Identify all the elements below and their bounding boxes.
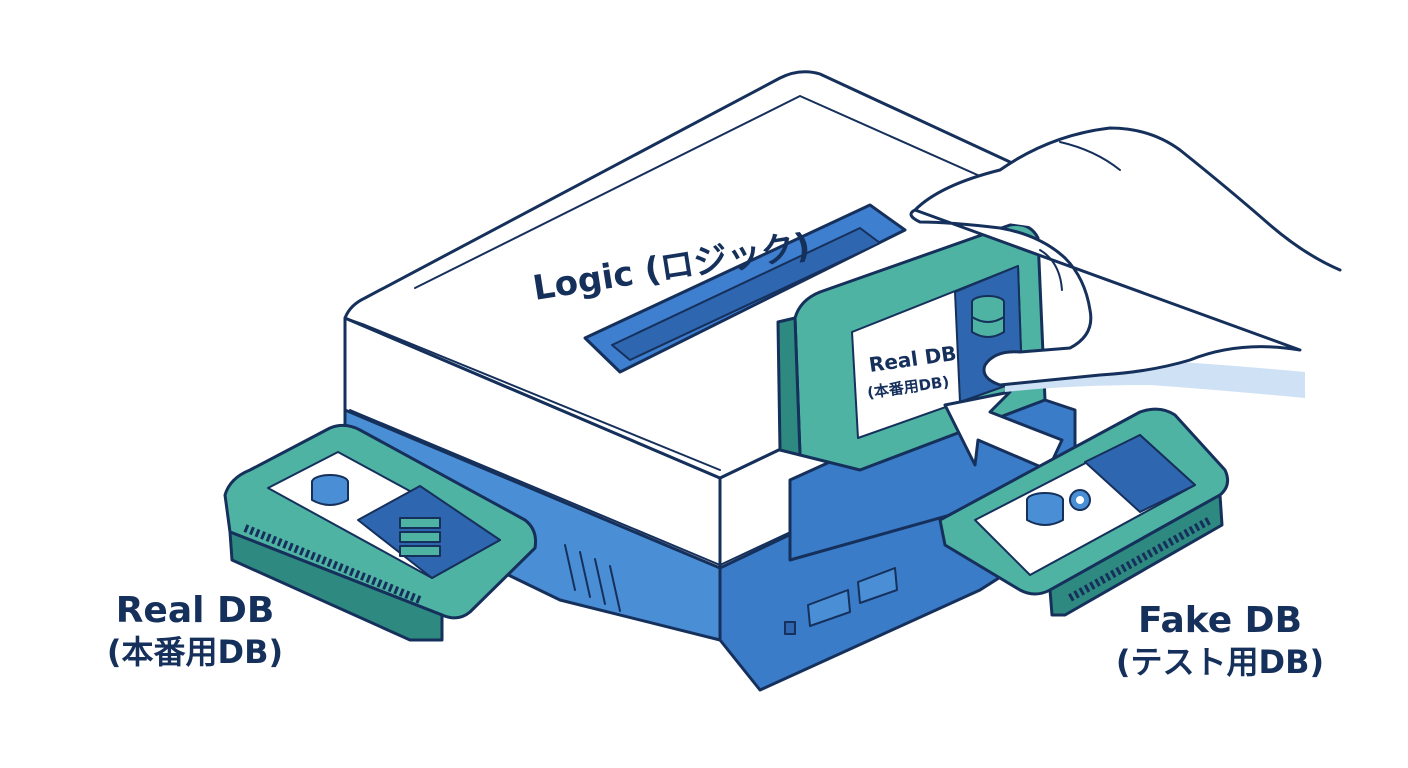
right-caption-title: Fake DB xyxy=(1137,600,1303,641)
left-cartridge xyxy=(223,423,537,642)
hand-knuckle xyxy=(1039,249,1063,291)
left-caption-title: Real DB xyxy=(115,590,275,631)
server-rack-icon xyxy=(399,517,441,557)
console-top-seam-2 xyxy=(344,317,721,471)
right-caption-subtitle: (テスト用DB) xyxy=(1115,643,1325,681)
hand-outline xyxy=(909,126,1342,387)
insert-arrow-icon xyxy=(943,390,1064,472)
right-cartridge xyxy=(938,407,1230,617)
database-icon xyxy=(311,474,349,506)
side-vents xyxy=(564,544,621,612)
left-caption-subtitle: (本番用DB) xyxy=(106,633,284,671)
hand-icon xyxy=(909,126,1342,398)
right-caption: Fake DB (テスト用DB) xyxy=(1090,600,1350,682)
left-caption: Real DB (本番用DB) xyxy=(70,590,320,672)
inserted-cartridge-side xyxy=(776,316,802,457)
hand-finger-line xyxy=(1059,141,1121,171)
console-top-seam xyxy=(414,95,1001,289)
database-icon xyxy=(1026,492,1064,526)
database-icon xyxy=(971,295,1005,338)
right-cartridge-top-panel xyxy=(1084,434,1196,513)
front-ports xyxy=(784,567,898,635)
cartridge-slot-inner xyxy=(611,227,881,361)
left-cartridge-connector xyxy=(243,524,422,604)
right-cartridge-connector xyxy=(1068,516,1212,602)
gear-icon xyxy=(1069,489,1091,511)
left-cartridge-front xyxy=(228,530,444,642)
